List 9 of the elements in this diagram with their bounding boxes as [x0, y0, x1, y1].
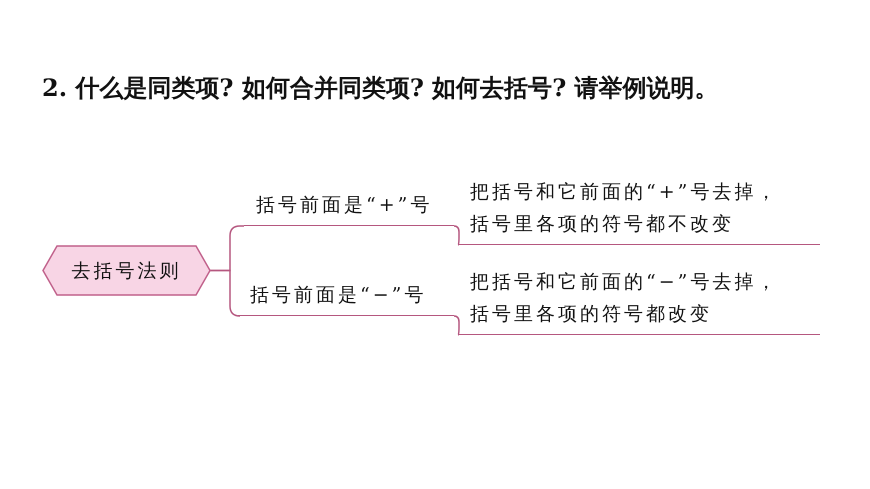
- connector-line: [454, 225, 460, 246]
- connector-line: [210, 270, 241, 317]
- connector-line: [454, 315, 460, 336]
- rule-text: 括号前面是“+”号: [256, 193, 432, 218]
- rule-text: 括号前面是“−”号: [250, 283, 426, 308]
- question-title: 2. 什么是同类项? 如何合并同类项? 如何去括号? 请举例说明。: [42, 72, 719, 104]
- rule-text: 把括号和它前面的“−”号去掉，括号里各项的符号都改变: [470, 270, 780, 327]
- rule-heading: 去括号法则: [72, 258, 182, 284]
- rule-text: 把括号和它前面的“+”号去掉，括号里各项的符号都不改变: [470, 180, 780, 237]
